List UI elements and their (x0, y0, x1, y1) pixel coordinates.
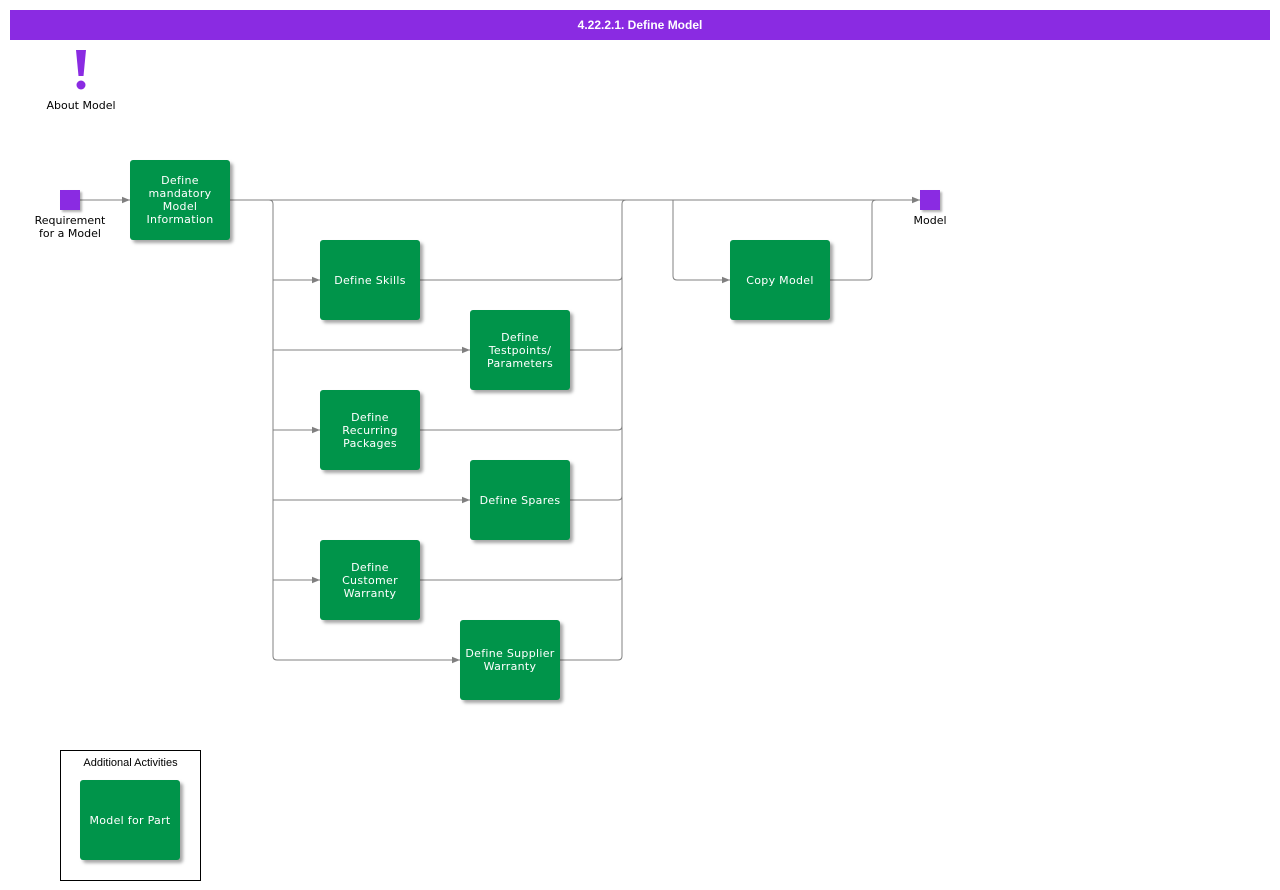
define-testpoints-parameters-activity[interactable]: Define Testpoints/ Parameters (470, 310, 570, 390)
activity-label: Define Recurring Packages (342, 410, 398, 450)
additional-activities-title: Additional Activities (83, 757, 178, 769)
copy-model-activity[interactable]: Copy Model (730, 240, 830, 320)
define-supplier-warranty-activity[interactable]: Define Supplier Warranty (460, 620, 560, 700)
define-mandatory-model-information-activity[interactable]: Define mandatory Model Information (130, 160, 230, 240)
exclamation-icon[interactable] (70, 46, 92, 94)
activity-label: Define Customer Warranty (342, 560, 398, 600)
define-customer-warranty-activity[interactable]: Define Customer Warranty (320, 540, 420, 620)
start-event[interactable] (60, 190, 80, 210)
activity-label: Copy Model (746, 273, 814, 287)
define-recurring-packages-activity[interactable]: Define Recurring Packages (320, 390, 420, 470)
start-event-label: Requirement for a Model (34, 214, 106, 240)
define-spares-activity[interactable]: Define Spares (470, 460, 570, 540)
activity-label: Define mandatory Model Information (146, 174, 214, 226)
end-event[interactable] (920, 190, 940, 210)
activity-label: Define Spares (479, 493, 561, 507)
activity-label: Define Skills (334, 273, 406, 287)
activity-label: Model for Part (89, 813, 171, 827)
model-for-part-activity[interactable]: Model for Part (80, 780, 180, 860)
end-event-label: Model (913, 214, 947, 227)
about-model-label[interactable]: About Model (46, 99, 116, 112)
define-skills-activity[interactable]: Define Skills (320, 240, 420, 320)
activity-label: Define Testpoints/ Parameters (487, 330, 553, 370)
activity-label: Define Supplier Warranty (465, 647, 555, 673)
diagram-title: 4.22.2.1. Define Model (10, 10, 1270, 40)
